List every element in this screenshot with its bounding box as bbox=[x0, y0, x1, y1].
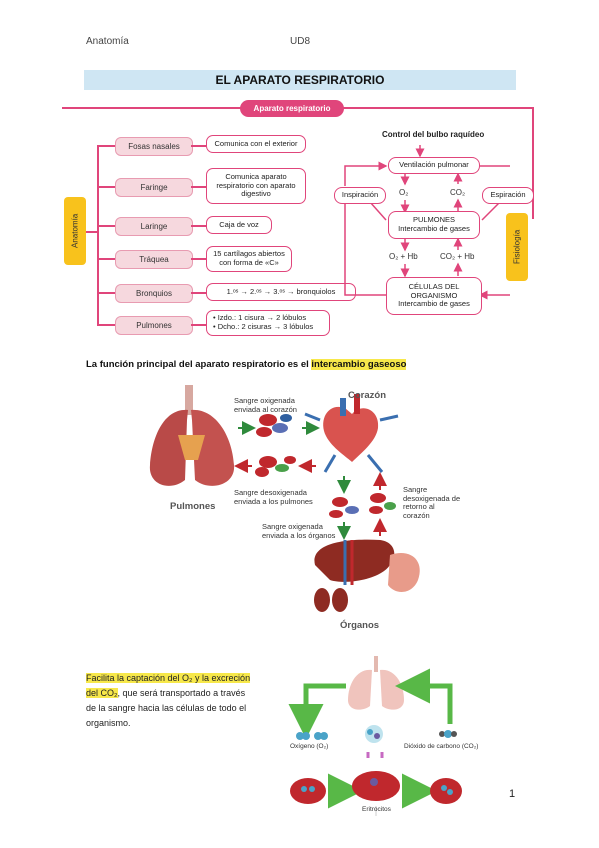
desc-pulmones-line2: • Dcho.: 2 cisuras → 3 lóbulos bbox=[213, 322, 314, 331]
co2-gas-label: Dióxido de carbono (CO₂) bbox=[404, 743, 479, 750]
lungs-label: Pulmones bbox=[170, 501, 216, 512]
header-unit: UD8 bbox=[290, 36, 311, 47]
row-connector bbox=[97, 145, 115, 147]
oxy-to-organs-label: Sangre oxigenada enviada a los órganos bbox=[262, 522, 336, 540]
physiology-connectors bbox=[344, 145, 510, 300]
paragraph-text-1: , que será transportado a través bbox=[117, 688, 246, 698]
cells-box-line1: CÉLULAS DEL bbox=[408, 282, 460, 292]
row-connector bbox=[97, 258, 115, 260]
small-lungs-icon bbox=[348, 656, 404, 710]
row-connector bbox=[191, 258, 206, 260]
cells-box-line3: Intercambio de gases bbox=[398, 299, 470, 309]
o2-label: O₂ bbox=[399, 188, 409, 197]
cells-box: CÉLULAS DEL ORGANISMO Intercambio de gas… bbox=[386, 277, 482, 315]
erythrocytes-label: Eritrocitos bbox=[362, 806, 391, 813]
anatomy-spine-line bbox=[97, 145, 99, 325]
lungs-box-subtitle: Intercambio de gases bbox=[398, 224, 470, 233]
inspiration-box: Inspiración bbox=[334, 187, 386, 204]
row-connector bbox=[191, 324, 206, 326]
statement-highlight: intercambio gaseoso bbox=[311, 359, 407, 370]
organs-label: Órganos bbox=[340, 620, 380, 631]
desc-laringe: Caja de voz bbox=[206, 216, 272, 234]
desc-pulmones: • Izdo.: 1 cisura → 2 lóbulos • Dcho.: 2… bbox=[206, 310, 330, 336]
expiration-box: Espiración bbox=[482, 187, 534, 204]
deoxy-to-lungs-label: Sangre desoxigenada enviada a los pulmon… bbox=[234, 488, 313, 506]
anatomy-connector bbox=[86, 231, 97, 233]
paragraph-text-3: organismo. bbox=[86, 718, 131, 728]
blood-cells-mid bbox=[255, 456, 296, 477]
lungs-box-title: PULMONES bbox=[412, 215, 456, 225]
oxy-to-heart-label: Sangre oxigenada enviada al corazón bbox=[234, 396, 297, 414]
statement-prefix: La función principal del aparato respira… bbox=[86, 359, 312, 370]
anatomy-tab: Anatomía bbox=[64, 197, 86, 265]
row-connector bbox=[191, 292, 206, 294]
cells-box-line2: ORGANISMO bbox=[410, 290, 458, 300]
paragraph-highlight-2: del CO₂ bbox=[86, 688, 118, 698]
desc-traquea: 15 cartílagos abiertos con forma de «C» bbox=[206, 246, 292, 272]
physiology-branch-line bbox=[532, 107, 534, 219]
organ-pulmones: Pulmones bbox=[115, 316, 193, 335]
paragraph-highlight-1: Facilita la captación del O₂ y la excrec… bbox=[86, 673, 251, 683]
main-function-statement: La función principal del aparato respira… bbox=[86, 359, 407, 370]
header-subject: Anatomía bbox=[86, 36, 129, 47]
page-number: 1 bbox=[509, 788, 516, 800]
co2-molecules bbox=[439, 730, 457, 738]
gas-exchange-drawing bbox=[288, 656, 462, 816]
paragraph-text-2: de la sangre hacia las células de todo e… bbox=[86, 703, 247, 713]
oxygen-molecules bbox=[296, 732, 328, 740]
erythrocytes-icon bbox=[290, 771, 462, 804]
organ-bronquios: Bronquios bbox=[115, 284, 193, 303]
desc-faringe: Comunica aparato respiratorio con aparat… bbox=[206, 168, 306, 204]
heart-icon bbox=[304, 394, 399, 473]
control-label: Control del bulbo raquídeo bbox=[382, 130, 485, 139]
blood-cells-top bbox=[256, 414, 292, 437]
organ-traquea: Tráquea bbox=[115, 250, 193, 269]
co2-label: CO₂ bbox=[450, 188, 466, 197]
o2-hb-label: O₂ + Hb bbox=[389, 252, 418, 261]
center-exchange-icon bbox=[365, 725, 383, 743]
desc-bronquios: 1.ᵒˢ → 2.ᵒˢ → 3.ᵒˢ → bronquiolos bbox=[206, 283, 356, 301]
blood-cells-left-lower bbox=[329, 497, 359, 518]
co2-hb-label: CO₂ + Hb bbox=[440, 252, 475, 261]
deoxy-return-label: Sangre desoxigenada de retorno al corazó… bbox=[403, 485, 461, 520]
organ-faringe: Faringe bbox=[115, 178, 193, 197]
row-connector bbox=[97, 186, 115, 188]
circulation-drawing bbox=[149, 385, 420, 612]
lungs-box: PULMONES Intercambio de gases bbox=[388, 211, 480, 239]
oxygen-label: Oxígeno (O₂) bbox=[290, 743, 329, 750]
row-connector bbox=[97, 324, 115, 326]
organs-icon bbox=[314, 539, 420, 612]
organ-fosas-nasales: Fosas nasales bbox=[115, 137, 193, 156]
root-node: Aparato respiratorio bbox=[240, 100, 344, 117]
description-paragraph: Facilita la captación del O₂ y la excrec… bbox=[86, 671, 272, 731]
page-title: EL APARATO RESPIRATORIO bbox=[84, 70, 516, 90]
row-connector bbox=[191, 186, 206, 188]
heart-label: Corazón bbox=[348, 390, 386, 401]
row-connector bbox=[97, 225, 115, 227]
desc-fosas-nasales: Comunica con el exterior bbox=[206, 135, 306, 153]
blood-cells-right-lower bbox=[369, 493, 396, 514]
ventilation-box: Ventilación pulmonar bbox=[388, 157, 480, 174]
row-connector bbox=[97, 292, 115, 294]
lungs-icon bbox=[149, 385, 235, 486]
row-connector bbox=[191, 225, 206, 227]
organ-laringe: Laringe bbox=[115, 217, 193, 236]
row-connector bbox=[191, 145, 206, 147]
desc-pulmones-line1: • Izdo.: 1 cisura → 2 lóbulos bbox=[213, 313, 307, 323]
